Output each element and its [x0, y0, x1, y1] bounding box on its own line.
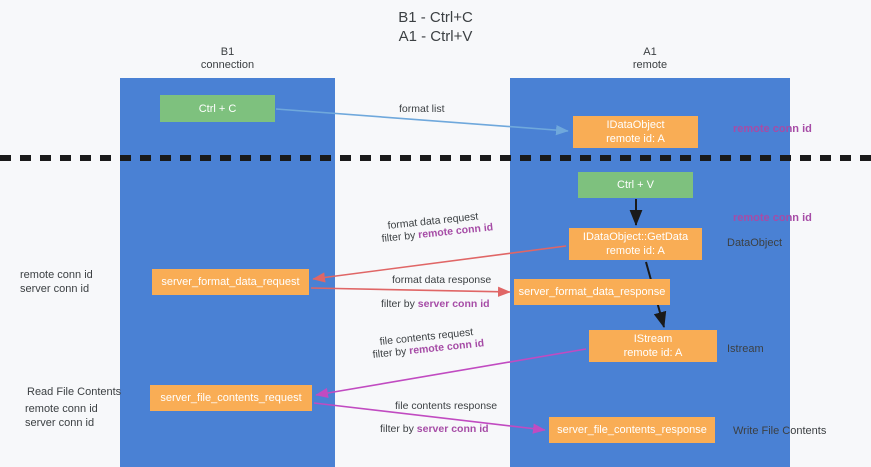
- edge-label-format-data-response-filter: filter by server conn id: [381, 298, 490, 311]
- annotation-remote-conn-id-top: remote conn id: [733, 123, 812, 135]
- node-ctrl-v-label: Ctrl + V: [617, 179, 654, 191]
- filter-prefix: filter by: [380, 423, 417, 435]
- annotation-left-conn-ids-top: remote conn id server conn id: [20, 268, 93, 296]
- node-idataobject[interactable]: IDataObject remote id: A: [573, 116, 698, 148]
- annotation-left-remote-conn-id-2: remote conn id: [25, 403, 98, 415]
- node-istream-label: IStream: [633, 333, 673, 345]
- filter-prefix: filter by: [381, 298, 418, 310]
- annotation-remote-conn-id-mid: remote conn id: [733, 212, 812, 224]
- annotation-left-conn-ids-bottom: remote conn id server conn id: [25, 402, 98, 430]
- diagram-title-line-2: A1 - Ctrl+V: [398, 28, 473, 45]
- edge-label-format-list: format list: [399, 103, 445, 115]
- diagram-title-line-1: B1 - Ctrl+C: [398, 9, 473, 26]
- filter-key: server conn id: [417, 298, 490, 310]
- node-istream[interactable]: IStream remote id: A: [589, 330, 717, 362]
- node-ctrl-v[interactable]: Ctrl + V: [578, 172, 693, 198]
- node-server-format-data-request[interactable]: server_format_data_request: [152, 269, 309, 295]
- node-istream-sublabel: remote id: A: [623, 347, 683, 359]
- connector-format-data-response: [310, 286, 511, 297]
- node-server-format-data-response[interactable]: server_format_data_response: [514, 279, 670, 305]
- annotation-left-server-conn-id-2: server conn id: [25, 417, 95, 429]
- filter-prefix: filter by: [381, 229, 419, 245]
- node-server-file-contents-response-label: server_file_contents_response: [557, 424, 707, 436]
- annotation-left-remote-conn-id: remote conn id: [20, 269, 93, 281]
- edge-label-file-contents-response: file contents response: [395, 400, 498, 412]
- lane-header-b1: B1 connection: [120, 46, 335, 72]
- lane-title-b1: B1: [220, 46, 235, 58]
- node-idataobject-label: IDataObject: [606, 119, 665, 131]
- edge-label-file-contents-response-filter: filter by server conn id: [380, 423, 489, 436]
- node-idataobject-getdata[interactable]: IDataObject::GetData remote id: A: [569, 228, 702, 260]
- annotation-dataobject: DataObject: [727, 237, 783, 249]
- node-getdata-sublabel: remote id: A: [606, 245, 665, 257]
- annotation-istream: Istream: [727, 343, 764, 355]
- node-server-file-contents-request-label: server_file_contents_request: [160, 392, 302, 404]
- node-server-file-contents-response[interactable]: server_file_contents_response: [549, 417, 715, 443]
- lane-header-a1: A1 remote: [510, 46, 790, 72]
- lane-subtitle-a1: remote: [632, 59, 668, 71]
- annotation-write-file-contents: Write File Contents: [733, 425, 827, 437]
- node-server-format-data-request-label: server_format_data_request: [161, 276, 300, 288]
- node-ctrl-c[interactable]: Ctrl + C: [160, 95, 275, 122]
- node-ctrl-c-label: Ctrl + C: [198, 102, 237, 115]
- filter-key: server conn id: [416, 423, 489, 435]
- node-getdata-label: IDataObject::GetData: [582, 231, 689, 243]
- diagram-title: B1 - Ctrl+C A1 - Ctrl+V: [0, 8, 871, 46]
- node-idataobject-sublabel: remote id: A: [606, 133, 665, 145]
- node-server-format-data-response-label: server_format_data_response: [518, 286, 666, 298]
- lane-title-a1: A1: [643, 46, 657, 58]
- edge-label-format-data-response: format data response: [392, 274, 492, 286]
- lane-subtitle-b1: connection: [200, 59, 255, 71]
- annotation-left-server-conn-id: server conn id: [20, 283, 90, 295]
- filter-prefix: filter by: [372, 345, 410, 361]
- annotation-read-file-contents: Read File Contents: [27, 386, 122, 398]
- node-server-file-contents-request[interactable]: server_file_contents_request: [150, 385, 312, 411]
